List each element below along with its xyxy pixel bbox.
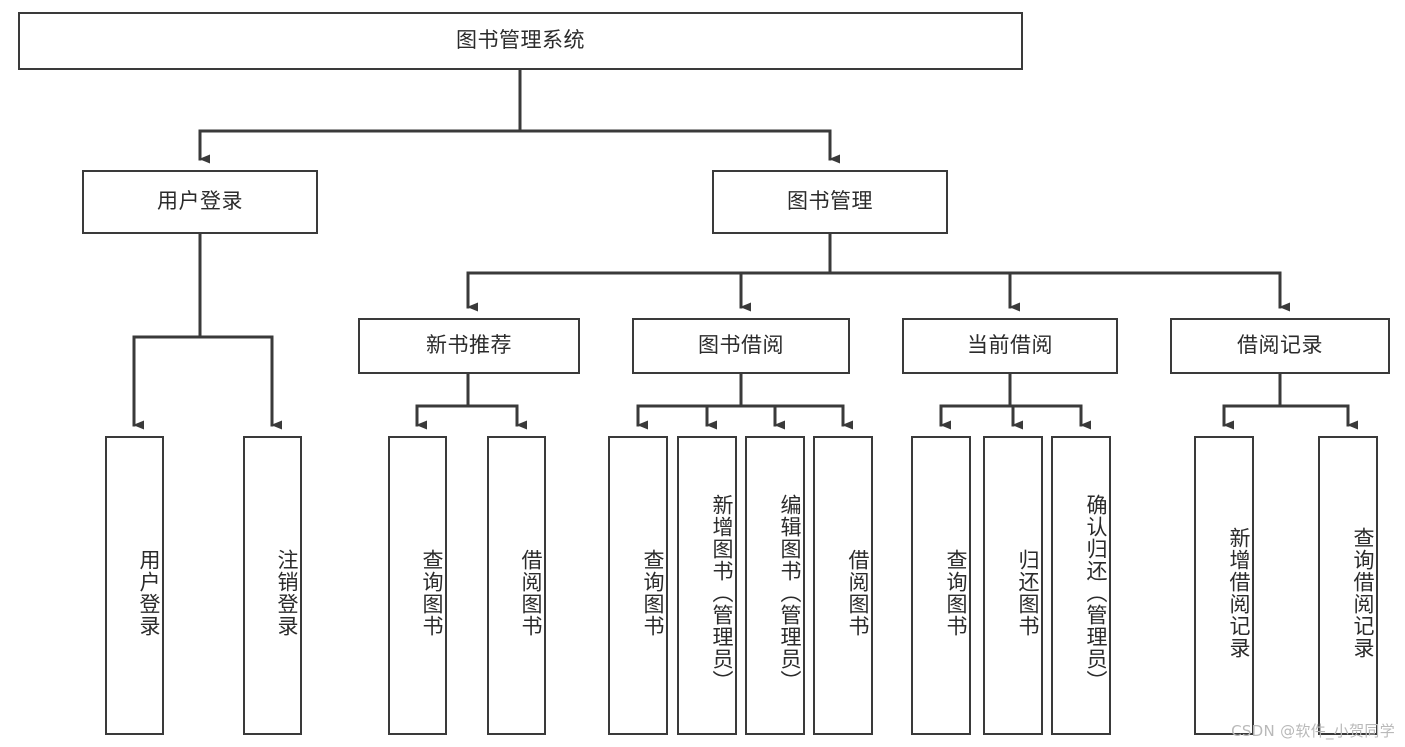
node-leaf-confirm-return-admin[interactable]: 确认归还（管理员）: [1051, 436, 1111, 735]
leaf-label: 新增借阅记录: [1227, 526, 1251, 659]
node-leaf-user-login[interactable]: 用户登录: [105, 436, 164, 735]
node-new-book-recommend[interactable]: 新书推荐: [358, 318, 580, 374]
leaf-label: 借阅图书: [519, 548, 543, 637]
leaf-label: 编辑图书（管理员）: [778, 493, 802, 692]
leaf-label: 用户登录: [137, 548, 161, 637]
csdn-watermark: CSDN @软件_小贺同学: [1231, 722, 1395, 740]
node-leaf-borrow-book-recommend[interactable]: 借阅图书: [487, 436, 546, 735]
node-borrow-record[interactable]: 借阅记录: [1170, 318, 1390, 374]
leaf-label: 查询图书: [420, 548, 444, 637]
node-current-borrow[interactable]: 当前借阅: [902, 318, 1118, 374]
node-leaf-query-book-current[interactable]: 查询图书: [911, 436, 971, 735]
leaf-label: 确认归还（管理员）: [1084, 493, 1108, 692]
leaf-label: 查询图书: [641, 548, 665, 637]
node-leaf-add-book-admin[interactable]: 新增图书（管理员）: [677, 436, 737, 735]
node-leaf-borrow-book[interactable]: 借阅图书: [813, 436, 873, 735]
node-book-management[interactable]: 图书管理: [712, 170, 948, 234]
leaf-label: 归还图书: [1016, 548, 1040, 637]
node-user-login[interactable]: 用户登录: [82, 170, 318, 234]
node-leaf-add-borrow-record[interactable]: 新增借阅记录: [1194, 436, 1254, 735]
node-leaf-edit-book-admin[interactable]: 编辑图书（管理员）: [745, 436, 805, 735]
leaf-label: 新增图书（管理员）: [710, 493, 734, 692]
leaf-label: 借阅图书: [846, 548, 870, 637]
node-leaf-query-book-borrow[interactable]: 查询图书: [608, 436, 668, 735]
node-book-management-system[interactable]: 图书管理系统: [18, 12, 1023, 70]
node-leaf-return-book[interactable]: 归还图书: [983, 436, 1043, 735]
node-leaf-logout[interactable]: 注销登录: [243, 436, 302, 735]
node-leaf-query-book-recommend[interactable]: 查询图书: [388, 436, 447, 735]
node-leaf-query-borrow-record[interactable]: 查询借阅记录: [1318, 436, 1378, 735]
leaf-label: 注销登录: [275, 548, 299, 637]
node-book-borrow[interactable]: 图书借阅: [632, 318, 850, 374]
leaf-label: 查询图书: [944, 548, 968, 637]
leaf-label: 查询借阅记录: [1351, 526, 1375, 659]
